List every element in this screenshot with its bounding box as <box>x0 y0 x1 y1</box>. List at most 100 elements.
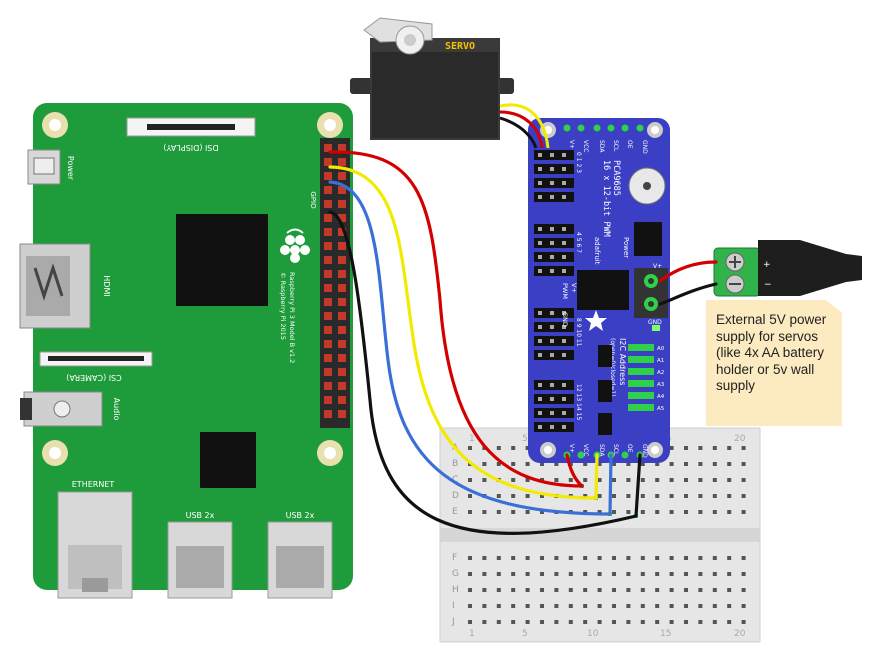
breadboard-hole <box>727 494 732 498</box>
breadboard-hole <box>612 510 616 514</box>
gpio-pin <box>338 312 346 320</box>
breadboard-hole <box>482 604 487 608</box>
pin-label: SCL <box>612 140 619 152</box>
gpio-pin <box>324 214 332 222</box>
breadboard-hole <box>540 620 544 624</box>
gpio-pin <box>338 284 346 292</box>
col-marker: 10 <box>587 629 599 639</box>
servo-header-pin <box>538 255 542 259</box>
breadboard-hole <box>468 572 472 576</box>
breadboard-hole <box>741 572 746 576</box>
gpio-pin <box>324 312 332 320</box>
breadboard-hole <box>741 588 746 592</box>
adafruit-star-icon <box>585 310 607 331</box>
breadboard-hole <box>684 556 688 560</box>
breadboard-hole <box>712 620 717 624</box>
row-label: H <box>452 585 459 595</box>
gpio-pin <box>324 382 332 390</box>
breadboard-hole <box>684 446 688 450</box>
breadboard-hole <box>669 462 674 466</box>
breadboard-hole <box>482 620 487 624</box>
plus-icon: + <box>763 260 771 270</box>
addr-label: A0 <box>657 346 665 352</box>
col-marker: 5 <box>522 629 528 639</box>
breadboard-hole <box>698 510 703 514</box>
servo-header-pin <box>562 269 566 273</box>
channel-label: 4 5 6 7 <box>575 232 582 253</box>
breadboard-hole <box>554 620 559 624</box>
pin-label: VCC <box>582 140 589 152</box>
breadboard-hole <box>496 510 501 514</box>
breadboard-hole <box>583 462 588 466</box>
col-marker: 1 <box>469 629 475 639</box>
breadboard-hole <box>482 510 487 514</box>
servo-header-pin <box>538 227 542 231</box>
gpio-pin <box>324 144 332 152</box>
breadboard-hole <box>525 572 530 576</box>
breadboard-hole <box>612 462 616 466</box>
side-label: PWM <box>561 283 569 299</box>
breadboard-hole <box>525 462 530 466</box>
wire-blue <box>328 180 612 516</box>
row-label: F <box>452 553 457 563</box>
gpio-pin <box>338 368 346 376</box>
breadboard-hole <box>741 494 746 498</box>
usb-label: USB 2x <box>286 511 315 520</box>
pin-label: GND <box>641 140 648 154</box>
gpio-pin <box>324 326 332 334</box>
gpio-pin <box>338 396 346 404</box>
gpio-pin <box>324 186 332 194</box>
wire-black-power <box>658 282 718 306</box>
servo-header-pin <box>538 269 542 273</box>
wire-yellow <box>328 165 598 500</box>
breadboard-hole <box>655 604 660 608</box>
channel-label: 0 1 2 3 <box>575 152 582 173</box>
address-jumpers <box>628 344 654 411</box>
breadboard-hole <box>568 556 573 560</box>
breadboard-hole <box>597 462 602 466</box>
breadboard-hole <box>612 588 616 592</box>
pin-label: SDA <box>598 444 605 457</box>
breadboard-hole <box>626 572 631 576</box>
pca-brand: adafruit <box>593 237 601 265</box>
breadboard-hole <box>583 604 588 608</box>
breadboard-hole <box>669 510 674 514</box>
channel-label: 12 13 14 15 <box>575 384 582 420</box>
breadboard-hole <box>540 572 544 576</box>
breadboard-hole <box>741 620 746 624</box>
breadboard-hole <box>468 588 472 592</box>
breadboard-hole <box>583 556 588 560</box>
servo-header-pin <box>562 227 566 231</box>
breadboard-hole <box>655 462 660 466</box>
power-label: Power <box>66 156 75 181</box>
breadboard-hole <box>525 446 530 450</box>
breadboard-hole <box>727 620 732 624</box>
breadboard-hole <box>597 556 602 560</box>
breadboard-hole <box>741 604 746 608</box>
col-marker: 5 <box>522 434 528 444</box>
breadboard-hole <box>626 588 631 592</box>
servo-header-pins <box>534 150 574 432</box>
servo-motor: SERVO <box>350 17 514 140</box>
breadboard-hole <box>540 510 544 514</box>
servo-header-pin <box>550 255 554 259</box>
servo-header-pin <box>562 153 566 157</box>
breadboard-hole <box>712 446 717 450</box>
servo-header-pin <box>562 195 566 199</box>
servo-header-pin <box>538 241 542 245</box>
breadboard-hole <box>712 588 717 592</box>
breadboard-hole <box>684 478 688 482</box>
servo-header-pin <box>562 255 566 259</box>
servo-header-pin <box>550 195 554 199</box>
wires <box>328 150 718 535</box>
breadboard-hole <box>540 588 544 592</box>
breadboard-hole <box>482 556 487 560</box>
breadboard-hole <box>554 462 559 466</box>
breadboard-hole <box>554 556 559 560</box>
ethernet-label: ETHERNET <box>72 480 115 489</box>
servo-header-pin <box>562 167 566 171</box>
breadboard-hole <box>525 510 530 514</box>
gpio-pin <box>338 172 346 180</box>
gpio-header-pins <box>324 144 346 418</box>
breadboard-hole <box>525 478 530 482</box>
